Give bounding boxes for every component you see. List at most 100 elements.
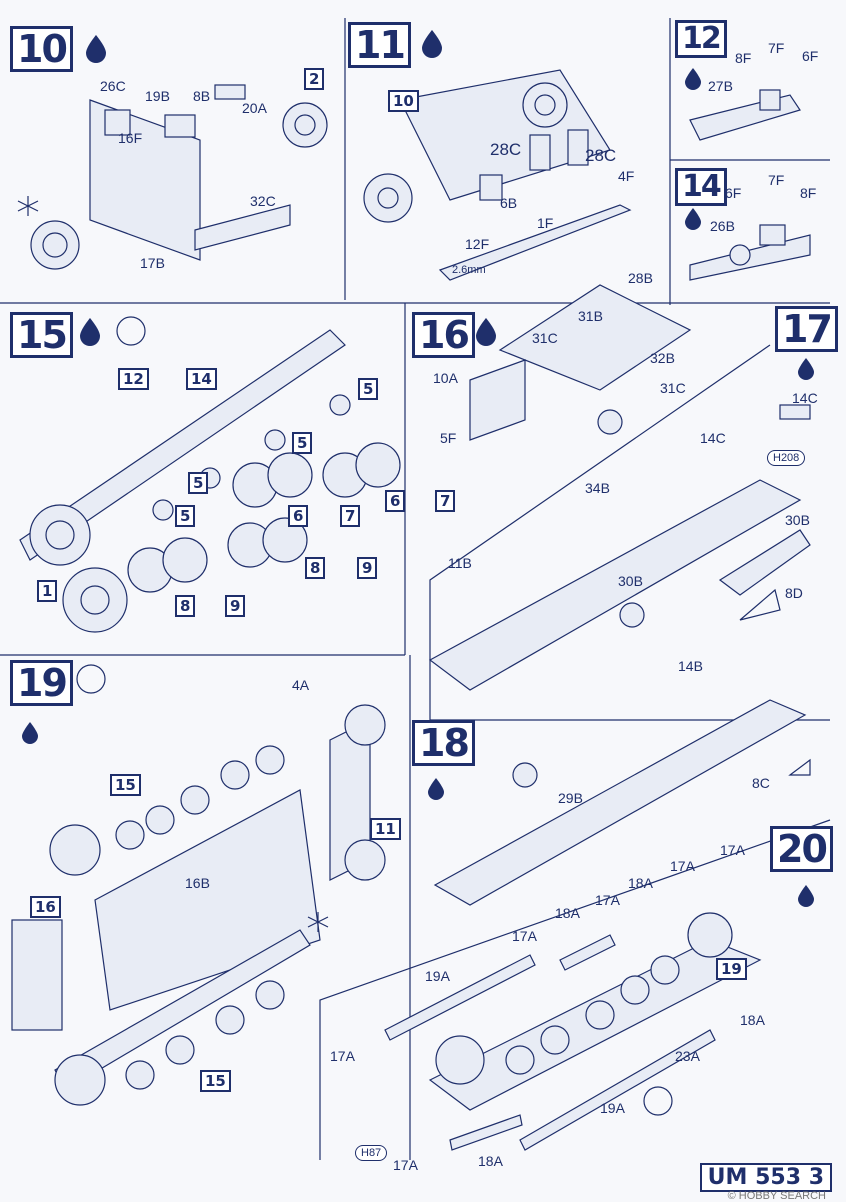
step10-drawing [30, 84, 328, 270]
part-label: 26B [710, 218, 735, 234]
part-label: 11B [448, 555, 472, 571]
step17-drawing [428, 404, 811, 691]
step-number-18: 18 [412, 720, 475, 766]
part-label: 4A [292, 677, 310, 693]
step-number-20: 20 [770, 826, 833, 872]
ref-step-box: 5 [358, 378, 379, 400]
step16-drawing [469, 284, 692, 441]
part-label: 14C [700, 430, 726, 446]
sprue-badge: H208 [767, 450, 806, 466]
step-number-14: 14 [675, 168, 727, 206]
step11-drawing [363, 69, 632, 281]
part-label: 8B [193, 88, 211, 104]
part-label: 6B [500, 195, 518, 211]
step-number-15: 15 [10, 312, 73, 358]
ref-step-box: 5 [175, 505, 196, 527]
part-label: 1F [537, 215, 554, 231]
part-label: 5F [440, 430, 457, 446]
part-label: 16F [118, 130, 143, 146]
ref-step-box: 16 [30, 896, 61, 918]
rotate-arrow-icons [76, 316, 673, 1116]
part-label: 14B [678, 658, 703, 674]
part-label: 32C [250, 193, 276, 209]
asterisk-icons [17, 196, 329, 932]
part-label: 31C [660, 380, 686, 396]
step14-drawing [689, 224, 811, 281]
part-label: 8C [752, 775, 770, 791]
part-label: 17A [330, 1048, 355, 1064]
part-label: 18A [740, 1012, 765, 1028]
kit-code: UM 553 [707, 1165, 802, 1190]
sprue-badge: H87 [355, 1145, 388, 1161]
part-label: 6F [802, 48, 819, 64]
part-label: 19B [145, 88, 170, 104]
step18-drawing [433, 699, 811, 906]
ref-step-box: 10 [388, 90, 419, 112]
step15-drawing [19, 329, 401, 633]
step20-drawing [384, 912, 762, 1151]
part-label: 32B [650, 350, 675, 366]
ref-step-box: 15 [110, 774, 141, 796]
ref-step-box: 6 [385, 490, 406, 512]
part-label: 28C [585, 146, 617, 165]
part-label: 28B [628, 270, 653, 286]
ref-step-box: 8 [175, 595, 196, 617]
part-label: 23A [675, 1048, 700, 1064]
ref-step-box: 12 [118, 368, 149, 390]
part-label: 8F [735, 50, 752, 66]
ref-step-box: 15 [200, 1070, 231, 1092]
part-label: 17B [140, 255, 165, 271]
part-label: 12F [465, 236, 490, 252]
ref-step-box: 5 [188, 472, 209, 494]
part-label: 8D [785, 585, 803, 601]
step-number-10: 10 [10, 26, 73, 72]
ref-step-box: 6 [288, 505, 309, 527]
ref-step-box: 5 [292, 432, 313, 454]
ref-step-box: 9 [225, 595, 246, 617]
part-label: 6F [725, 185, 742, 201]
part-label: 17A [595, 892, 620, 908]
part-label: 4F [618, 168, 635, 184]
part-label: 7F [768, 40, 785, 56]
part-label: 10A [433, 370, 458, 386]
part-label: 31B [578, 308, 603, 324]
step-number-16: 16 [412, 312, 475, 358]
step19-drawing [11, 704, 386, 1106]
part-label: 17A [720, 842, 745, 858]
watermark: © HOBBY SEARCH [727, 1190, 826, 1202]
part-label: 18A [478, 1153, 503, 1169]
step12-drawing [689, 89, 801, 141]
part-label: 30B [618, 573, 643, 589]
part-label: 16B [185, 875, 210, 891]
step-number-12: 12 [675, 20, 727, 58]
part-label: 31C [532, 330, 558, 346]
part-label: 20A [242, 100, 267, 116]
part-label: 18A [555, 905, 580, 921]
part-label: 28C [490, 140, 522, 159]
part-label: 18A [628, 875, 653, 891]
ref-step-box: 11 [370, 818, 401, 840]
page-footer: UM 553 3 [699, 1163, 832, 1192]
ref-step-box: 7 [435, 490, 456, 512]
part-label: 17A [393, 1157, 418, 1173]
glue-drop-icons [22, 30, 814, 907]
step-number-11: 11 [348, 22, 411, 68]
page-number: 3 [808, 1165, 824, 1190]
part-label: 17A [512, 928, 537, 944]
ref-step-box: 8 [305, 557, 326, 579]
part-label: 17A [670, 858, 695, 874]
ref-step-box: 1 [37, 580, 58, 602]
part-label: 19A [425, 968, 450, 984]
step-number-19: 19 [10, 660, 73, 706]
step-number-17: 17 [775, 306, 838, 352]
part-label: 26C [100, 78, 126, 94]
ref-step-box: 7 [340, 505, 361, 527]
part-label: 34B [585, 480, 610, 496]
ref-step-box: 9 [357, 557, 378, 579]
part-label: 29B [558, 790, 583, 806]
part-label: 7F [768, 172, 785, 188]
part-label: 8F [800, 185, 817, 201]
part-label: 19A [600, 1100, 625, 1116]
